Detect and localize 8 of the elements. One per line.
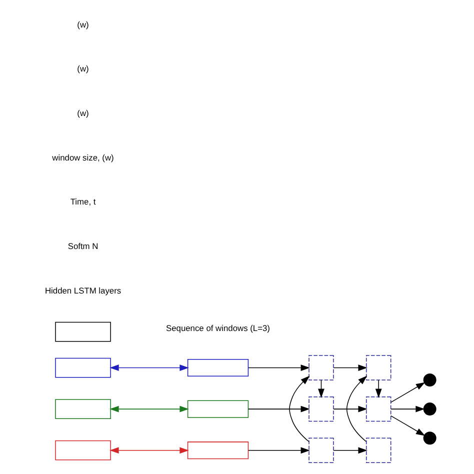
- label: Softm N: [67, 241, 98, 252]
- label: Time, t: [70, 196, 96, 207]
- label: (w): [76, 64, 88, 74]
- label: (w): [76, 19, 88, 30]
- label: Sequence of windows (L=3): [166, 322, 270, 333]
- label: Hidden LSTM layers: [44, 285, 121, 296]
- label: window size, (w): [52, 152, 114, 162]
- label: (w): [76, 108, 88, 118]
